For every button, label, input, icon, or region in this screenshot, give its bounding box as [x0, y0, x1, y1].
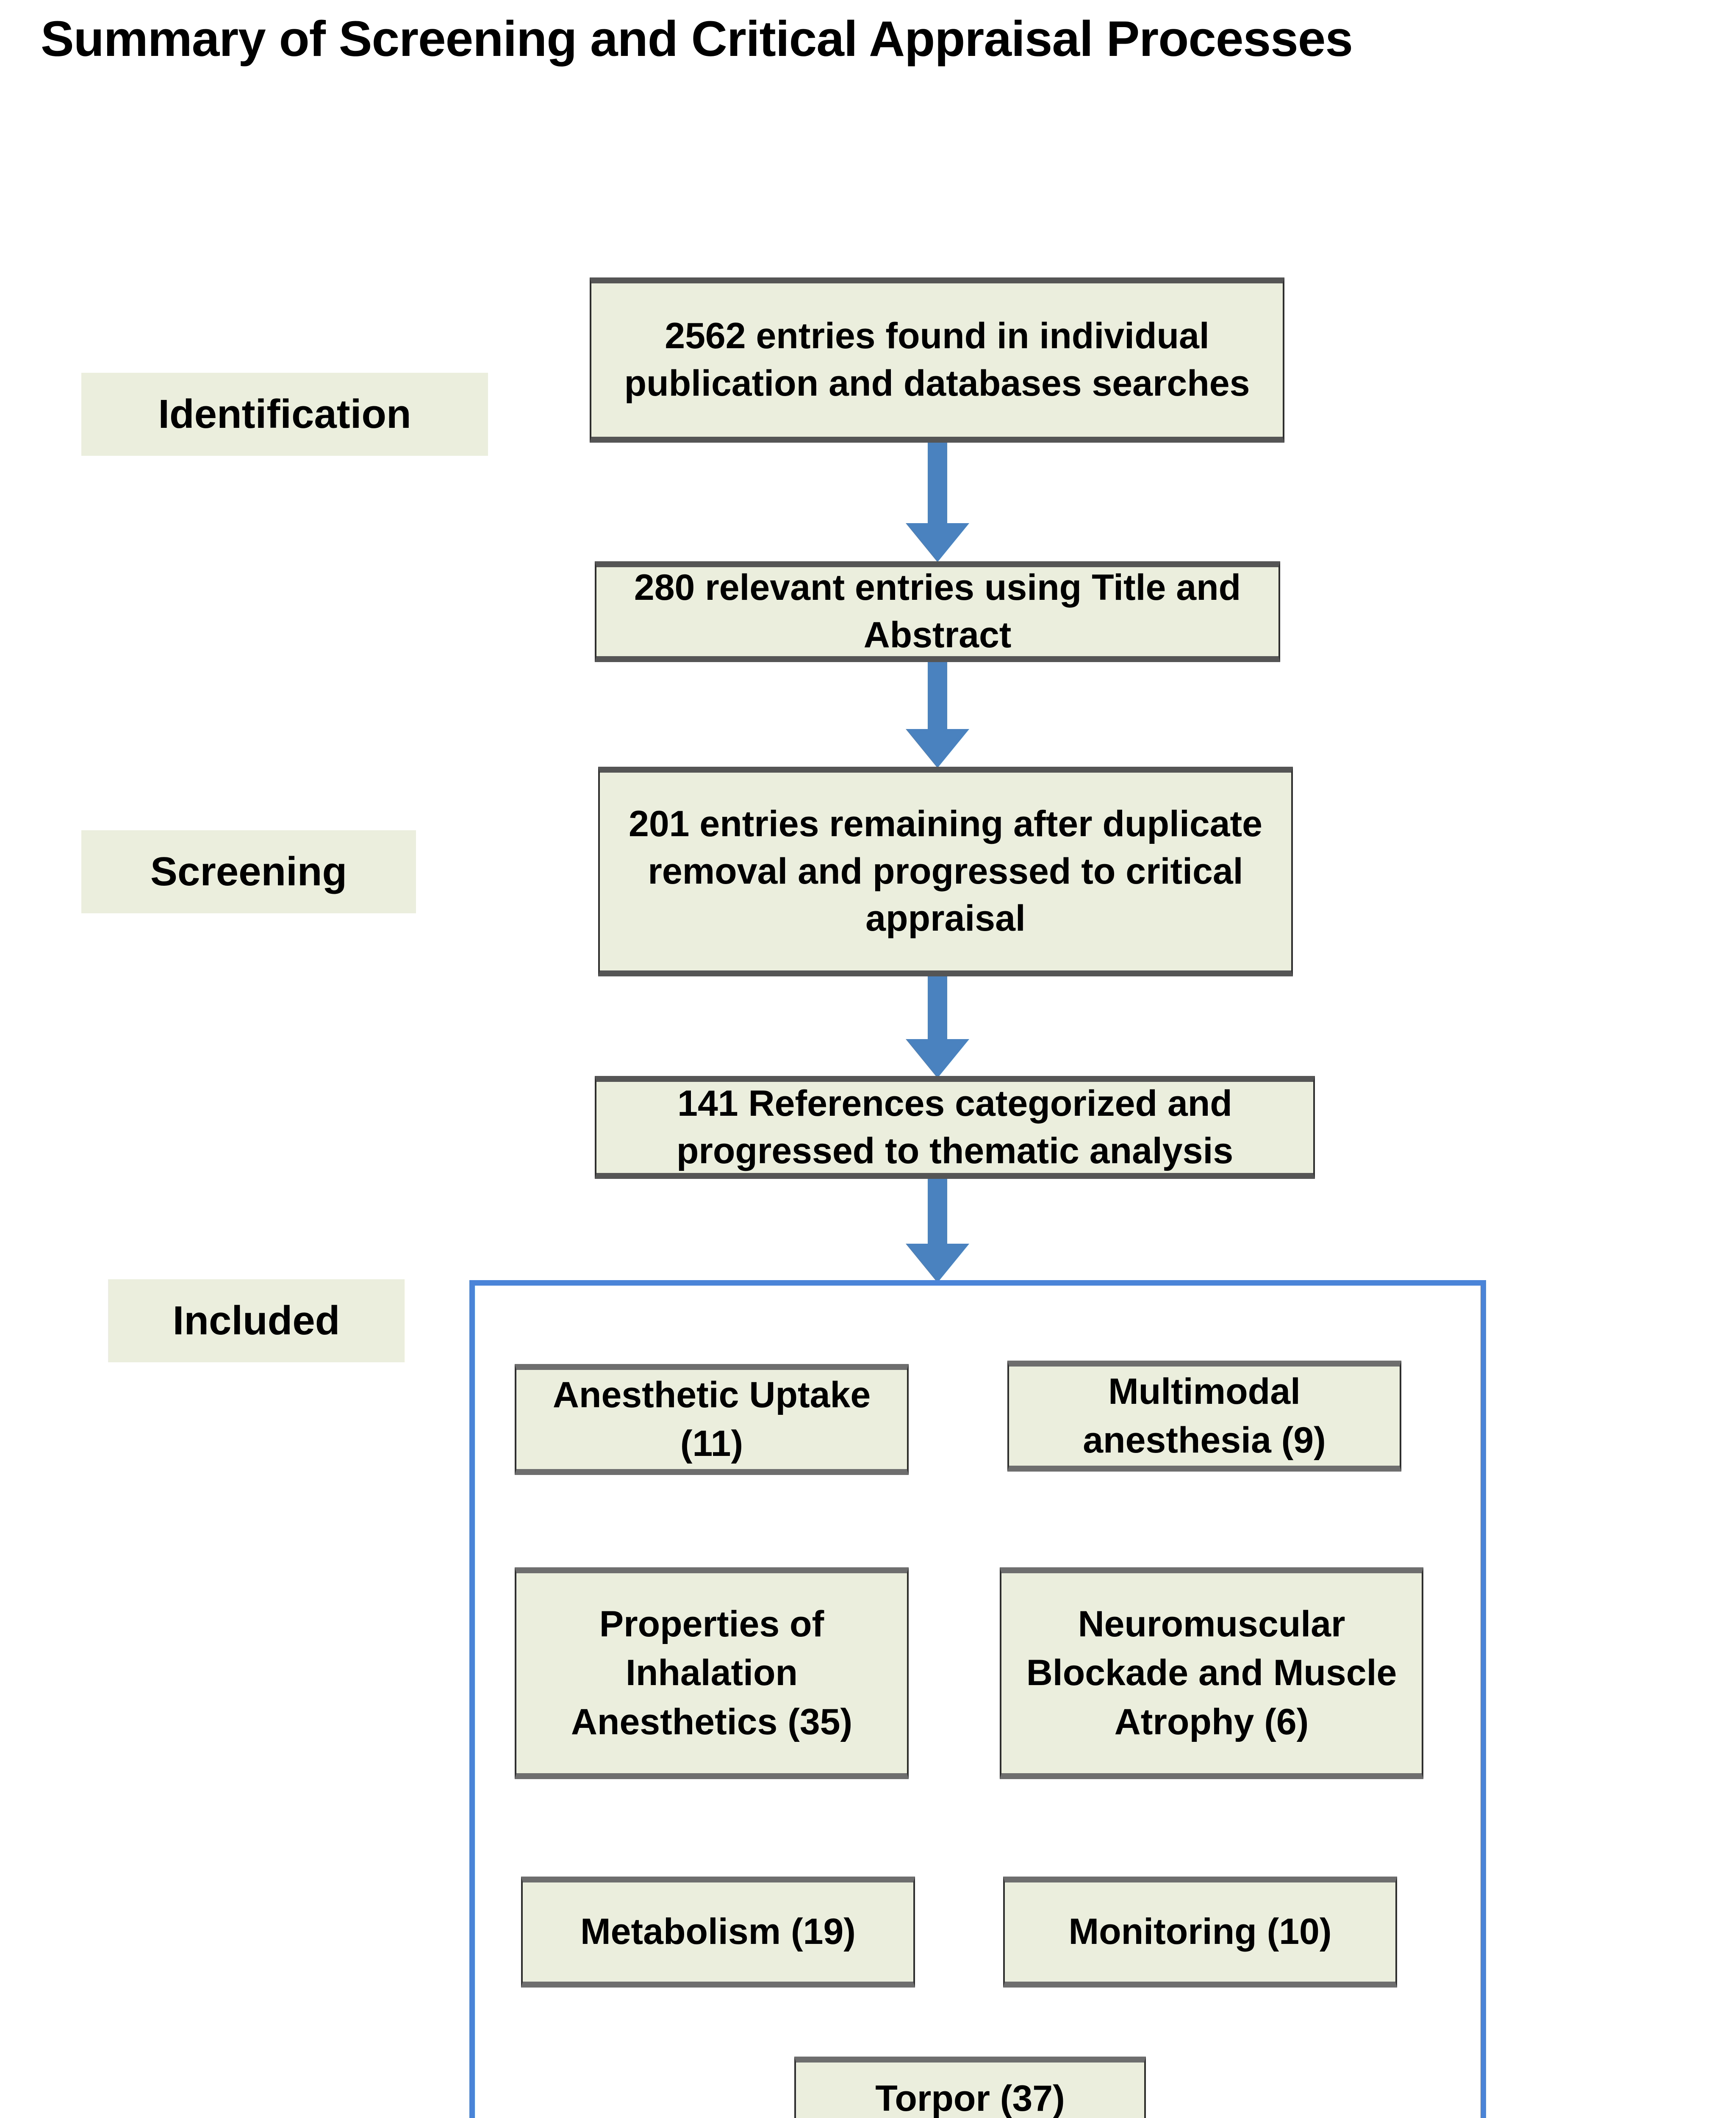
- flow-box-title-abstract: 280 relevant entries using Title and Abs…: [595, 561, 1280, 662]
- arrow-shaft: [928, 662, 947, 729]
- arrow-shaft: [928, 1179, 947, 1244]
- arrow-head: [906, 523, 969, 562]
- arrow-down-icon: [906, 1179, 969, 1283]
- stage-label-included: Included: [108, 1279, 405, 1362]
- flow-box-identification: 2562 entries found in individual publica…: [590, 277, 1284, 443]
- arrow-shaft: [928, 443, 947, 523]
- arrow-down-icon: [906, 443, 969, 562]
- theme-box-neuromuscular-blockade-and-muscle-atrophy: Neuromuscular Blockade and Muscle Atroph…: [1000, 1567, 1423, 1779]
- theme-box-torpor: Torpor (37): [794, 2057, 1146, 2118]
- arrow-down-icon: [906, 662, 969, 768]
- theme-box-properties-of-inhalation-anesthetics: Properties of Inhalation Anesthetics (35…: [515, 1567, 909, 1779]
- stage-label-screening: Screening: [81, 830, 416, 913]
- arrow-down-icon: [906, 976, 969, 1078]
- theme-box-anesthetic-uptake: Anesthetic Uptake (11): [515, 1364, 909, 1475]
- theme-box-multimodal-anesthesia: Multimodal anesthesia (9): [1007, 1361, 1401, 1472]
- theme-box-metabolism: Metabolism (19): [521, 1877, 915, 1988]
- theme-box-monitoring: Monitoring (10): [1003, 1877, 1397, 1988]
- arrow-head: [906, 729, 969, 768]
- arrow-head: [906, 1244, 969, 1283]
- stage-label-identification: Identification: [81, 373, 488, 456]
- arrow-head: [906, 1039, 969, 1078]
- flow-box-thematic-analysis: 141 References categorized and progresse…: [595, 1076, 1315, 1179]
- arrow-shaft: [928, 976, 947, 1039]
- flow-box-duplicate-removal: 201 entries remaining after duplicate re…: [598, 767, 1293, 976]
- page-title: Summary of Screening and Critical Apprai…: [41, 11, 1353, 67]
